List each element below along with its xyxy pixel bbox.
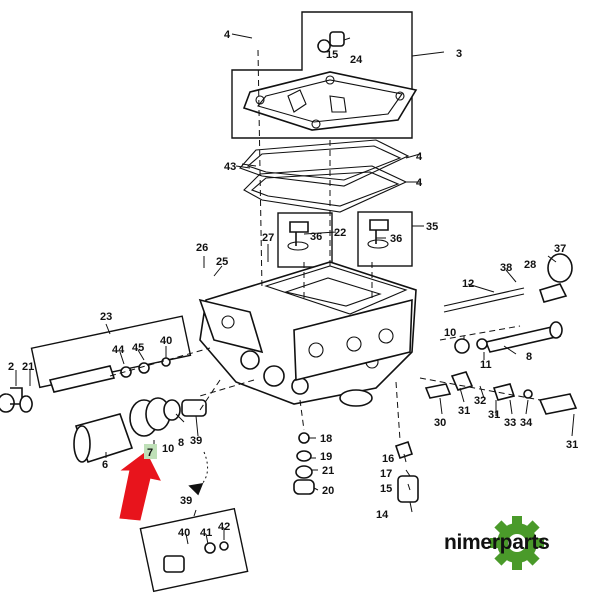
check-valve-box-22 bbox=[277, 212, 333, 268]
callout: 20 bbox=[322, 485, 334, 497]
callout: 31 bbox=[488, 409, 500, 421]
kit-box-39 bbox=[139, 507, 249, 593]
brand-wordmark: nimerparts bbox=[444, 531, 550, 554]
callout: 36 bbox=[390, 233, 402, 245]
callout: 43 bbox=[224, 161, 236, 173]
gasket-group bbox=[239, 139, 410, 213]
callout: 23 bbox=[100, 311, 112, 323]
callout: 2 bbox=[8, 361, 14, 373]
callout: 38 bbox=[500, 262, 512, 274]
callout: 37 bbox=[554, 243, 566, 255]
callout: 10 bbox=[444, 327, 456, 339]
callout: 10 bbox=[162, 443, 174, 455]
callout: 21 bbox=[22, 361, 34, 373]
callout: 8 bbox=[526, 351, 532, 363]
fitting-14 bbox=[394, 440, 419, 503]
callout: 39 bbox=[190, 435, 202, 447]
valve-29 bbox=[424, 383, 452, 399]
cylinder-6 bbox=[73, 413, 134, 464]
spool bbox=[48, 365, 116, 393]
callout: 35 bbox=[426, 221, 438, 233]
callout: 31 bbox=[458, 405, 470, 417]
callout: 33 bbox=[504, 417, 516, 429]
callout: 11 bbox=[480, 359, 492, 371]
callout: 15 bbox=[326, 49, 338, 61]
callout: 39 bbox=[180, 495, 192, 507]
insert-31 bbox=[450, 371, 474, 391]
callout: 27 bbox=[262, 232, 274, 244]
callout: 25 bbox=[216, 256, 228, 268]
flow-arrow bbox=[195, 451, 209, 491]
plug-2 bbox=[0, 387, 23, 413]
check-valve-right bbox=[369, 219, 389, 244]
callout: 19 bbox=[320, 451, 332, 463]
callout: 41 bbox=[200, 527, 212, 539]
callout: 22 bbox=[334, 227, 346, 239]
callout: 28 bbox=[524, 259, 536, 271]
callout: 8 bbox=[178, 437, 184, 449]
callout: 45 bbox=[132, 342, 144, 354]
red-indicator-arrow bbox=[119, 451, 161, 521]
check-valve-left bbox=[289, 221, 309, 246]
callout: 18 bbox=[320, 433, 332, 445]
plug-30 bbox=[538, 393, 578, 415]
callout: 3 bbox=[456, 48, 462, 60]
spool-kit-box-23 bbox=[30, 315, 192, 389]
valve-stack-18-20 bbox=[293, 432, 315, 495]
callout: 30 bbox=[434, 417, 446, 429]
callout: 34 bbox=[520, 417, 533, 429]
callout: 4 bbox=[224, 29, 231, 41]
callout: 21 bbox=[322, 465, 334, 477]
callout: 15 bbox=[380, 483, 392, 495]
callout: 6 bbox=[102, 459, 108, 471]
piston-10 bbox=[484, 321, 563, 353]
callout: 14 bbox=[376, 509, 389, 521]
valve-housing bbox=[198, 261, 417, 407]
callout: 36 bbox=[310, 231, 322, 243]
callout: 7 bbox=[147, 447, 153, 459]
callout-labels: 4 3 4 4 43 15 24 22 36 36 35 27 26 25 37… bbox=[8, 29, 578, 539]
callout: 40 bbox=[178, 527, 190, 539]
callout: 40 bbox=[160, 335, 172, 347]
check-valve-box-35 bbox=[357, 211, 413, 267]
callout: 24 bbox=[350, 54, 363, 66]
callout: 42 bbox=[218, 521, 230, 533]
callout: 12 bbox=[462, 278, 474, 290]
callout: 16 bbox=[382, 453, 394, 465]
spring-assembly bbox=[129, 397, 207, 437]
callout: 26 bbox=[196, 242, 208, 254]
callout: 17 bbox=[380, 468, 392, 480]
rod-assembly-13 bbox=[443, 253, 573, 313]
callout: 32 bbox=[474, 395, 486, 407]
gear-icon bbox=[490, 516, 544, 570]
highlight-box bbox=[144, 444, 157, 459]
cover-plate-group bbox=[231, 11, 418, 139]
callout: 44 bbox=[112, 344, 125, 356]
callout: 4 bbox=[416, 177, 423, 189]
callout: 4 bbox=[416, 151, 423, 163]
callout: 31 bbox=[566, 439, 578, 451]
